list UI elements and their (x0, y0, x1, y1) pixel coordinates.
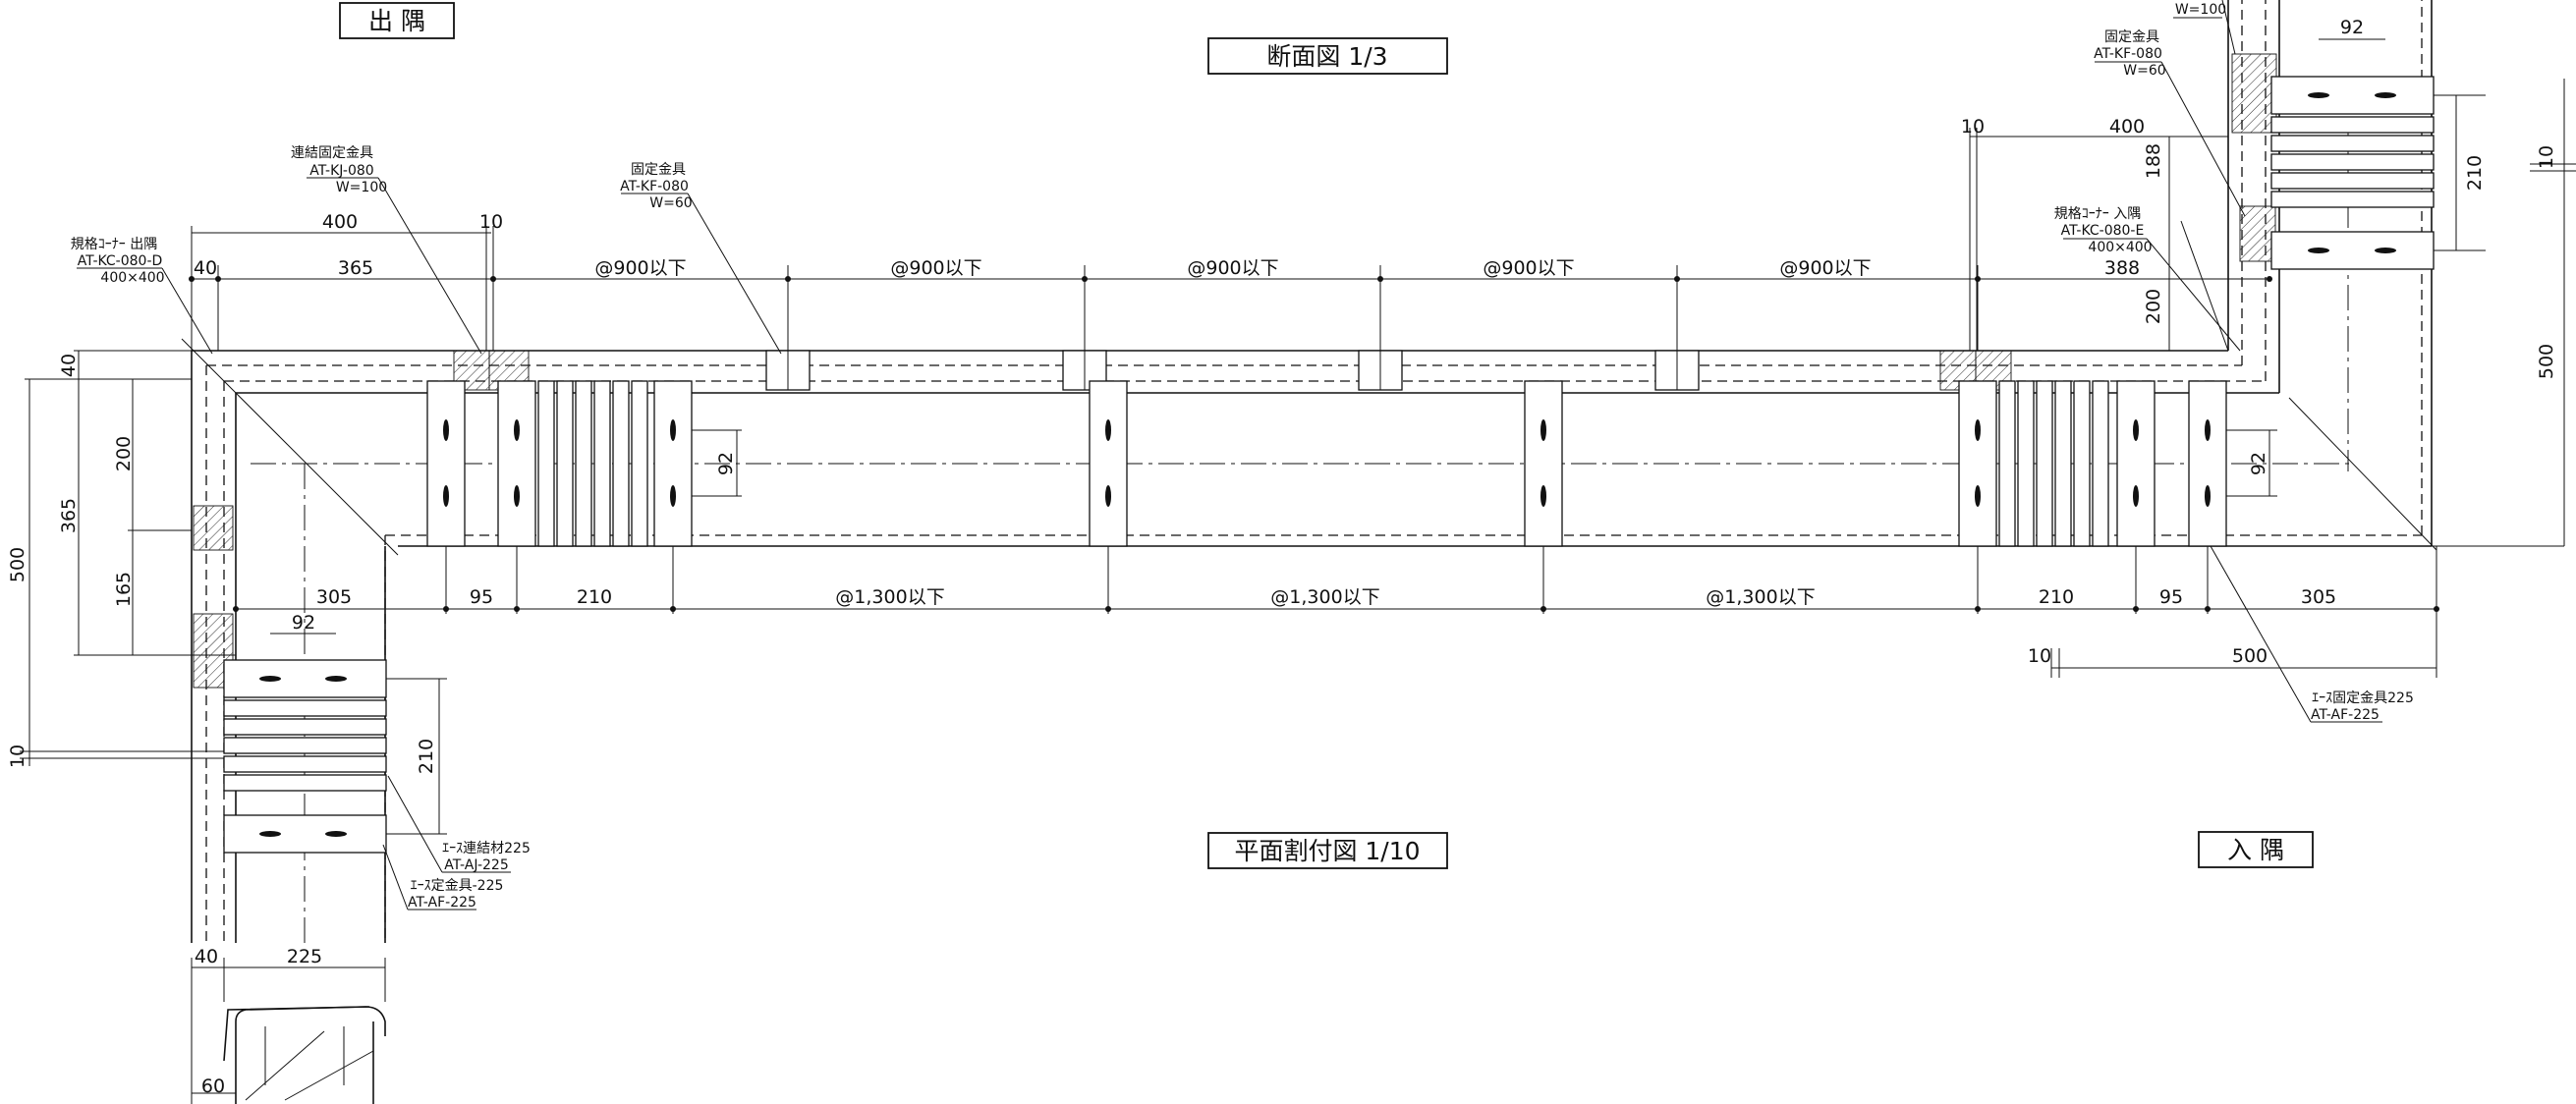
note-ace-fitting-left-title: ｴｰｽ定金具-225 (411, 878, 504, 894)
top-dimensions: 400 10 40 365 @900以下 @900以下 @900以下 @900以… (189, 17, 2576, 547)
dim-200-right: 200 (2143, 289, 2164, 324)
note-corner-outside-size: 400×400 (100, 270, 164, 286)
dim-pitch-900: @900以下 (1187, 257, 1278, 279)
dim-95-left: 95 (470, 586, 493, 608)
dim-92-mid: 92 (715, 452, 737, 475)
note-fitting-title: 固定金具 (631, 162, 686, 178)
fitting-left-vertical (193, 505, 234, 551)
title-inside-corner-text: 入 隅 (2227, 836, 2284, 864)
dim-305-right: 305 (2301, 586, 2336, 608)
dim-365-left: 365 (58, 498, 80, 533)
note-corner-inside-title: 規格ｺｰﾅｰ 入隅 (2054, 206, 2141, 222)
left-dimensions: 40 200 365 165 500 10 92 210 92 92 (7, 350, 2277, 835)
title-inside-corner: 入 隅 (2198, 831, 2314, 868)
note-fitting-code: AT-KF-080 (620, 179, 689, 194)
dim-pitch-900: @900以下 (594, 257, 686, 279)
annotations: 連結固定金具 AT-KJ-080 W=100 固定金具 AT-KF-080 W=… (71, 0, 2414, 911)
dim-210-right: 210 (2464, 155, 2486, 191)
title-plan: 平面割付図 1/10 (1207, 832, 1448, 869)
dim-pitch-900: @900以下 (1779, 257, 1871, 279)
dim-10-left-lower: 10 (7, 745, 28, 768)
dim-40-top: 40 (194, 257, 217, 279)
dim-400-right: 400 (2109, 116, 2145, 138)
note-fitting-top-right-width: W=100 (2175, 2, 2226, 18)
dim-165-left: 165 (113, 572, 135, 607)
dim-92-left: 92 (292, 612, 315, 634)
dim-210-left: 210 (416, 739, 437, 774)
note-corner-outside-title: 規格ｺｰﾅｰ 出隅 (71, 237, 157, 252)
dim-188: 188 (2143, 143, 2164, 179)
dim-pitch-1300: @1,300以下 (835, 586, 944, 608)
joint-fitting-vertical (2231, 53, 2277, 134)
note-corner-outside-code: AT-KC-080-D (78, 253, 163, 269)
dim-92-mid-right: 92 (2248, 452, 2269, 475)
dim-95-right: 95 (2159, 586, 2183, 608)
dim-60-section: 60 (201, 1076, 225, 1097)
note-fitting-right-width: W=60 (2123, 63, 2165, 79)
bottom-dimensions: 305 95 210 @1,300以下 @1,300以下 @1,300以下 21… (191, 546, 2439, 1104)
dim-210-right-bottom: 210 (2039, 586, 2074, 608)
dim-40-left: 40 (58, 354, 80, 377)
dim-40-section: 40 (195, 946, 218, 967)
title-outside-corner: 出 隅 (339, 2, 455, 39)
top-fittings (193, 53, 2277, 689)
dim-10-left: 10 (479, 211, 503, 233)
note-corner-inside-code: AT-KC-080-E (2061, 223, 2145, 239)
dim-200-left: 200 (113, 436, 135, 471)
plank-panels (426, 380, 2227, 547)
dim-500-right: 500 (2536, 344, 2557, 379)
section-profile (223, 1006, 386, 1104)
note-ace-joint-left-code: AT-AJ-225 (444, 857, 508, 873)
note-ace-fitting-right-code: AT-AF-225 (2311, 707, 2380, 723)
note-joint-fitting-code: AT-KJ-080 (309, 163, 373, 179)
dim-10-far: 10 (2536, 145, 2557, 169)
dim-225-section: 225 (287, 946, 322, 967)
dim-pitch-900: @900以下 (1483, 257, 1574, 279)
note-ace-fitting-left-code: AT-AF-225 (408, 895, 476, 911)
vertical-run-panels (223, 76, 2435, 854)
note-corner-inside-size: 400×400 (2088, 240, 2152, 255)
note-joint-fitting-width: W=100 (336, 180, 387, 195)
dim-305-left: 305 (316, 586, 352, 608)
dim-210-left-bottom: 210 (577, 586, 612, 608)
dim-92-top: 92 (2340, 17, 2364, 38)
note-fitting-right-code: AT-KF-080 (2094, 46, 2162, 62)
title-plan-text: 平面割付図 1/10 (1234, 837, 1420, 865)
note-fitting-right-title: 固定金具 (2104, 29, 2159, 45)
note-joint-fitting-title: 連結固定金具 (291, 145, 373, 161)
note-ace-fitting-right-title: ｴｰｽ固定金具225 (2312, 690, 2414, 706)
dim-365-top: 365 (338, 257, 373, 279)
dim-10-right: 10 (1961, 116, 1985, 138)
dim-pitch-900: @900以下 (890, 257, 981, 279)
note-fitting-width: W=60 (649, 195, 692, 211)
note-ace-joint-left-title: ｴｰｽ連結材225 (442, 841, 531, 856)
title-section-text: 断面図 1/3 (1266, 42, 1387, 71)
title-outside-corner-text: 出 隅 (368, 7, 425, 35)
dim-388: 388 (2104, 257, 2140, 279)
corner-fitting-vertical (2239, 205, 2276, 262)
dim-500-left: 500 (7, 547, 28, 582)
dim-500-bottom: 500 (2232, 645, 2268, 667)
title-section: 断面図 1/3 (1207, 37, 1448, 75)
dim-pitch-1300: @1,300以下 (1706, 586, 1815, 608)
dim-10-bottom: 10 (2028, 645, 2051, 667)
dim-pitch-1300: @1,300以下 (1270, 586, 1379, 608)
dim-400-left: 400 (322, 211, 358, 233)
